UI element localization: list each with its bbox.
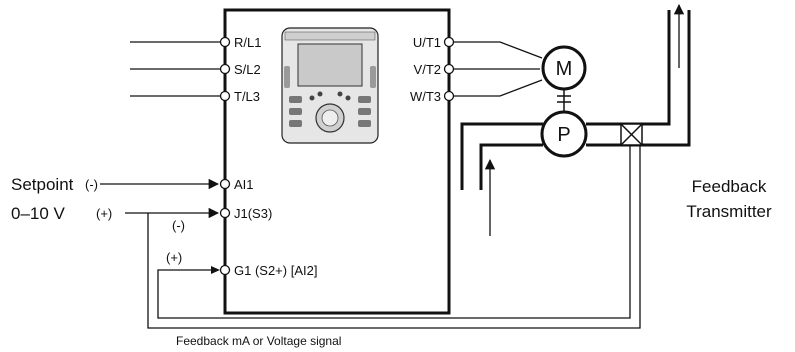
motor-wires bbox=[454, 41, 543, 97]
keypad-screen bbox=[297, 43, 363, 87]
terminal-label-t: T/L3 bbox=[234, 89, 260, 104]
setpoint-range-label: 0–10 V bbox=[11, 204, 66, 223]
flow-sensor-icon bbox=[620, 123, 643, 146]
feedback-minus-label: (-) bbox=[172, 218, 185, 233]
feedback-signal-caption: Feedback mA or Voltage signal bbox=[176, 334, 341, 348]
terminal-label-u: U/T1 bbox=[413, 35, 441, 50]
feedback-arrowhead bbox=[211, 266, 220, 274]
setpoint-plus-label: (+) bbox=[96, 206, 112, 221]
terminal-label-v: V/T2 bbox=[414, 62, 441, 77]
setpoint-minus-label: (-) bbox=[85, 177, 98, 192]
pump-icon: P bbox=[540, 110, 588, 158]
supply-lines bbox=[130, 41, 221, 97]
motor-icon: M bbox=[541, 45, 587, 91]
terminal-label-g1: G1 (S2+) [AI2] bbox=[234, 263, 317, 278]
coupling-shaft bbox=[557, 89, 571, 112]
input-terminals bbox=[219, 36, 231, 276]
motor-label: M bbox=[556, 58, 573, 80]
transmitter-label-line1: Feedback bbox=[692, 177, 767, 196]
feedback-plus-label: (+) bbox=[166, 250, 182, 265]
terminal-label-j1: J1(S3) bbox=[234, 206, 272, 221]
pump-label: P bbox=[557, 124, 570, 146]
terminal-label-w: W/T3 bbox=[410, 89, 441, 104]
output-terminals bbox=[443, 36, 455, 102]
feedback-loop-wiring bbox=[147, 145, 641, 329]
terminal-label-ai1: AI1 bbox=[234, 177, 254, 192]
setpoint-label: Setpoint bbox=[11, 175, 74, 194]
pipework bbox=[460, 10, 691, 190]
transmitter-label-line2: Transmitter bbox=[686, 202, 772, 221]
terminal-label-r: R/L1 bbox=[234, 35, 261, 50]
terminal-label-s: S/L2 bbox=[234, 62, 261, 77]
keypad-display-terminal bbox=[281, 27, 379, 144]
